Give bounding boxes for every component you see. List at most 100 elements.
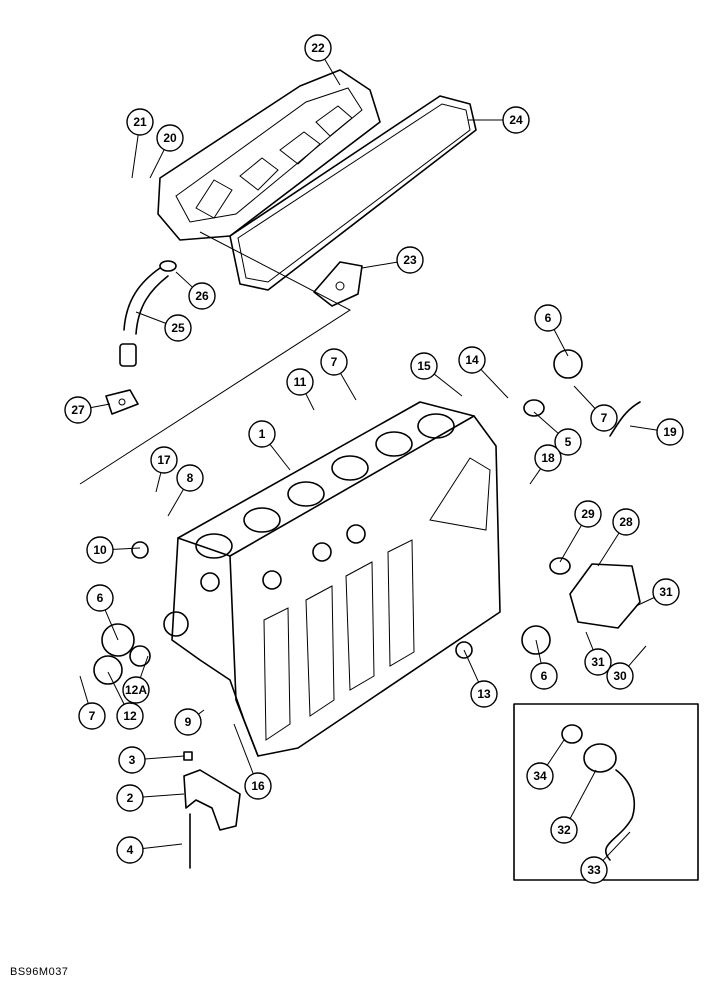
callout-19: 19 (629, 418, 684, 446)
callout-label: 15 (417, 359, 431, 373)
callout-13: 13 (463, 649, 498, 708)
callout-28: 28 (597, 508, 640, 567)
callout-label: 29 (581, 507, 595, 521)
callout-circle (554, 428, 582, 456)
callout-leader (233, 723, 254, 775)
callout-leader (559, 524, 582, 563)
callout-circle (574, 500, 602, 528)
callout-leader (90, 403, 111, 409)
callout-leader (529, 468, 542, 485)
callout-leader (602, 831, 631, 861)
callout-circle (458, 346, 486, 374)
callout-3: 3 (118, 746, 185, 774)
callout-leader (149, 149, 165, 179)
callout-17: 17 (150, 446, 178, 493)
callout-31: 31 (584, 631, 612, 676)
callout-leader (324, 58, 341, 86)
callout-21: 21 (126, 108, 154, 179)
callout-leader (569, 769, 597, 819)
callout-label: 7 (601, 411, 608, 425)
callout-label: 13 (477, 687, 491, 701)
callout-circle (156, 124, 184, 152)
callout-leader (597, 532, 620, 567)
callout-leader (112, 547, 141, 550)
callout-circle (78, 702, 106, 730)
callout-circle (86, 536, 114, 564)
callout-label: 6 (545, 311, 552, 325)
callout-label: 24 (509, 113, 523, 127)
callout-label: 19 (663, 425, 677, 439)
callout-circle (396, 246, 424, 274)
callout-leader (535, 639, 542, 664)
callout-11: 11 (286, 368, 315, 411)
callout-leader (142, 843, 183, 850)
expansion-plug (131, 541, 149, 559)
callout-circle (116, 784, 144, 812)
callout-leader (629, 425, 658, 431)
callout-6: 6 (86, 584, 119, 641)
callout-9: 9 (174, 708, 205, 736)
callout-circle (174, 708, 202, 736)
callout-22: 22 (304, 34, 341, 86)
callout-7: 7 (78, 675, 106, 730)
callout-leader (573, 385, 596, 409)
callout-12A: 12A (122, 655, 150, 704)
callout-label: 14 (465, 353, 479, 367)
cover-plate (313, 261, 363, 307)
breather-hose (119, 260, 177, 367)
callout-circle (122, 676, 150, 704)
callout-6: 6 (534, 304, 569, 357)
callout-circle (116, 702, 144, 730)
callout-circle (534, 304, 562, 332)
callout-label: 28 (619, 515, 633, 529)
callout-circle (580, 856, 608, 884)
callout-32: 32 (550, 769, 597, 844)
callout-leader (546, 739, 565, 766)
callout-label: 6 (541, 669, 548, 683)
callout-leader (139, 655, 149, 678)
callout-7: 7 (573, 385, 618, 432)
valve-cover-gasket (229, 95, 477, 291)
callout-leader (135, 311, 167, 324)
callout-leader (361, 261, 398, 269)
callout-circle (584, 648, 612, 676)
callout-label: 12 (123, 709, 137, 723)
callout-label: 34 (533, 769, 547, 783)
expansion-plug (101, 623, 135, 657)
callout-10: 10 (86, 536, 141, 564)
callout-circle (526, 762, 554, 790)
callout-5: 5 (533, 411, 582, 456)
callout-circle (502, 106, 530, 134)
callout-leader (144, 755, 185, 760)
callout-label: 32 (557, 823, 571, 837)
callout-circle (188, 282, 216, 310)
callout-circle (530, 662, 558, 690)
main-bearing-cap (183, 751, 241, 869)
callout-30: 30 (606, 645, 647, 690)
callout-6: 6 (530, 639, 558, 690)
callout-circle (656, 418, 684, 446)
callout-14: 14 (458, 346, 509, 399)
callout-label: 9 (185, 715, 192, 729)
callout-circle (248, 420, 276, 448)
callout-label: 27 (71, 403, 85, 417)
flange-gasket (105, 389, 139, 415)
callout-leader (628, 645, 647, 667)
callout-label: 31 (659, 585, 673, 599)
callout-label: 22 (311, 41, 325, 55)
callout-27: 27 (64, 396, 111, 424)
cylinder-block (129, 401, 501, 757)
callout-label: 7 (89, 709, 96, 723)
callout-leader (585, 631, 594, 651)
callout-circle (612, 508, 640, 536)
callout-label: 17 (157, 453, 171, 467)
callout-leader (533, 411, 559, 434)
callout-24: 24 (468, 106, 530, 134)
callout-leader (175, 271, 193, 288)
callout-label: 6 (97, 591, 104, 605)
callout-label: 5 (565, 435, 572, 449)
callout-circle (116, 836, 144, 864)
callout-circle (320, 348, 348, 376)
callout-label: 7 (331, 355, 338, 369)
